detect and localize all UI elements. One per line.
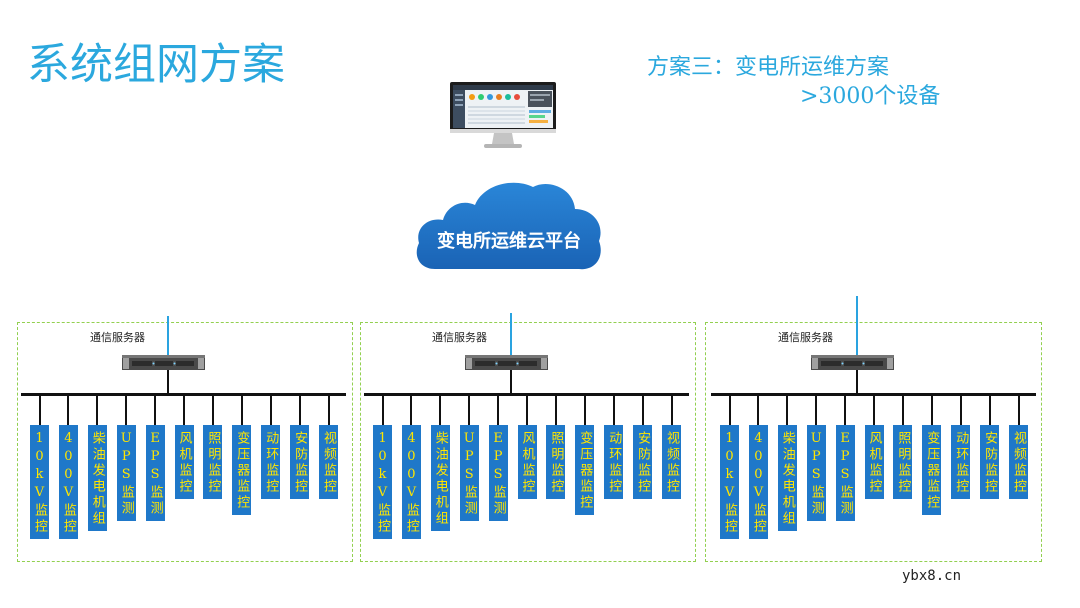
device-box: 动环监控 [604,425,624,499]
device-box: 变压器监控 [922,425,942,515]
device-box: 10kV监控 [373,425,392,539]
device-box: 400V监控 [401,425,421,539]
device-box: EPS监测 [145,425,165,521]
drop-line [67,394,70,425]
scheme-name: 方案三：变电所运维方案 [647,55,890,80]
device-box: EPS监测 [488,425,508,521]
drop-line [844,394,847,425]
device-box: 柴油发电机组 [430,425,450,531]
drop-line [988,394,991,425]
drop-line [154,394,157,425]
device-box: UPS监测 [116,425,136,521]
server-label: 通信服务器 [90,331,145,344]
drop-line [901,394,904,425]
device-box: 照明监控 [546,425,566,499]
device-box: 变压器监控 [575,425,595,515]
drop-line [381,394,384,425]
server-bus-link [856,370,858,393]
drop-line [96,394,99,425]
drop-line [183,394,185,425]
device-box: 安防监控 [980,425,1000,499]
uplink-line [856,296,858,355]
drop-line [269,394,272,425]
drop-line [815,394,818,425]
drop-line [240,394,243,425]
server-bus-link [510,370,512,393]
watermark: ybx8.cn [902,568,962,584]
network-group-frame [17,322,353,562]
device-box: 10kV监控 [30,425,49,539]
drop-line [554,394,557,425]
cloud-icon: 变电所运维云平台 [416,182,601,270]
device-box: 风机监控 [174,425,194,499]
device-box: 安防监控 [290,425,310,499]
device-box: 400V监控 [748,425,768,539]
network-group-frame [705,322,1042,562]
device-box: 10kV监控 [720,425,739,539]
cloud-label: 变电所运维云平台 [437,230,581,252]
drop-line [38,394,41,425]
device-box: 动环监控 [261,425,281,499]
scheme-scale: >3000个设备 [800,84,941,109]
device-box: 400V监控 [58,425,78,539]
device-box: 动环监控 [951,425,971,499]
drop-line [728,394,731,425]
monitor-icon [450,82,556,148]
drop-line [670,394,673,425]
server-label: 通信服务器 [432,331,487,344]
server-icon [811,355,894,370]
device-box: 风机监控 [864,425,884,499]
network-group-frame [360,322,696,562]
drop-line [439,394,442,425]
device-box: UPS监测 [806,425,826,521]
drop-line [1017,394,1020,425]
device-box: 柴油发电机组 [87,425,107,531]
device-box: 视频监控 [662,425,681,499]
server-label: 通信服务器 [778,331,833,344]
device-box: 视频监控 [1009,425,1028,499]
device-box: 变压器监控 [232,425,252,515]
drop-line [612,394,615,425]
device-box: 安防监控 [633,425,653,499]
drop-line [211,394,214,425]
page-title: 系统组网方案 [27,40,285,90]
device-box: 视频监控 [319,425,338,499]
drop-line [526,394,528,425]
device-box: EPS监测 [835,425,855,521]
device-box: 风机监控 [517,425,537,499]
drop-line [641,394,644,425]
server-bus-link [167,370,169,393]
drop-line [786,394,789,425]
drop-line [497,394,500,425]
uplink-line [167,316,169,355]
device-box: 照明监控 [203,425,223,499]
drop-line [757,394,760,425]
device-box: 照明监控 [893,425,913,499]
uplink-line [510,313,512,355]
drop-line [468,394,471,425]
drop-line [125,394,128,425]
drop-line [327,394,330,425]
drop-line [583,394,586,425]
drop-line [873,394,875,425]
drop-line [298,394,301,425]
server-icon [122,355,205,370]
device-box: 柴油发电机组 [777,425,797,531]
server-icon [465,355,548,370]
drop-line [930,394,933,425]
drop-line [959,394,962,425]
device-box: UPS监测 [459,425,479,521]
drop-line [410,394,413,425]
